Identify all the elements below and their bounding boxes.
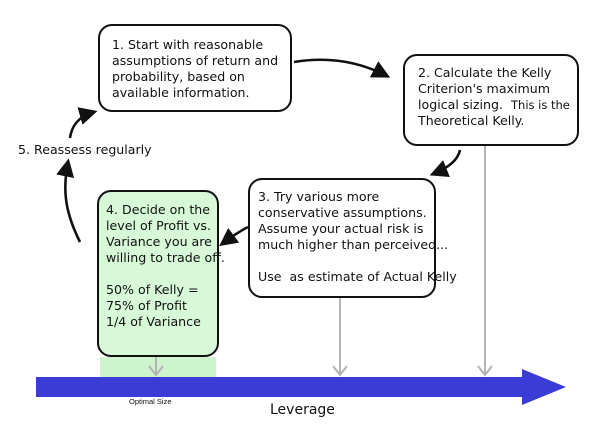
step-2-line: Theoretical Kelly. bbox=[418, 113, 525, 128]
step-4-box: 4. Decide on the level of Profit vs. Var… bbox=[97, 190, 225, 357]
arrow-reassess-to-step1 bbox=[68, 107, 98, 139]
arrow-step2-to-step3 bbox=[429, 149, 462, 178]
step-2-line: Criterion's maximum bbox=[418, 81, 551, 96]
step-3-spacer bbox=[258, 253, 434, 269]
step-1-line: 1. Start with reasonable bbox=[112, 37, 264, 52]
step-4-line: 50% of Kelly = bbox=[106, 282, 199, 297]
step-3-line: much higher than perceived... bbox=[258, 237, 449, 252]
arrow-step3-to-step4 bbox=[219, 225, 249, 247]
step-3-line: Assume your actual risk is bbox=[258, 221, 424, 236]
arrow-step4-to-reassess bbox=[56, 158, 82, 243]
step-2-note: This is the bbox=[511, 98, 570, 112]
step-1-line: probability, based on bbox=[112, 69, 245, 84]
step-2-line-with-note: logical sizing. This is the bbox=[418, 97, 577, 113]
step-1-line: assumptions of return and bbox=[112, 53, 279, 68]
step-1-line: available information. bbox=[112, 85, 250, 100]
step-3-line: 3. Try various more bbox=[258, 189, 380, 204]
step-3-box: 3. Try various more conservative assumpt… bbox=[248, 178, 457, 298]
step-4-line: Variance you are bbox=[106, 234, 212, 249]
marker-step3-head bbox=[332, 365, 348, 377]
step-2-line: 2. Calculate the Kelly bbox=[418, 65, 552, 80]
leverage-axis-label: Leverage bbox=[270, 402, 335, 418]
marker-step4-head bbox=[148, 365, 164, 377]
step-3-line: conservative assumptions. bbox=[258, 205, 427, 220]
step-4-line: level of Profit vs. bbox=[106, 218, 211, 233]
step-2-line: logical sizing. bbox=[418, 97, 503, 112]
step-4-line: 75% of Profit bbox=[106, 298, 187, 313]
leverage-axis-arrow bbox=[36, 369, 566, 405]
step-4-spacer bbox=[106, 266, 217, 282]
gray-markers bbox=[148, 145, 493, 377]
marker-step2-head bbox=[477, 365, 493, 377]
optimal-size-label: Optimal Size bbox=[129, 397, 172, 406]
optimal-size-band bbox=[100, 357, 216, 377]
reassess-label: 5. Reassess regularly bbox=[18, 142, 152, 157]
step-4-line: 4. Decide on the bbox=[106, 202, 210, 217]
flow-arrows bbox=[56, 58, 462, 247]
step-4-line: willing to trade off. bbox=[106, 250, 225, 265]
step-3-line: Use as estimate of Actual Kelly bbox=[258, 269, 457, 284]
step-2-box: 2. Calculate the Kelly Criterion's maxim… bbox=[403, 54, 579, 146]
arrow-step1-to-step2 bbox=[293, 58, 391, 78]
step-1-box: 1. Start with reasonable assumptions of … bbox=[98, 24, 292, 112]
step-4-line: 1/4 of Variance bbox=[106, 314, 201, 329]
